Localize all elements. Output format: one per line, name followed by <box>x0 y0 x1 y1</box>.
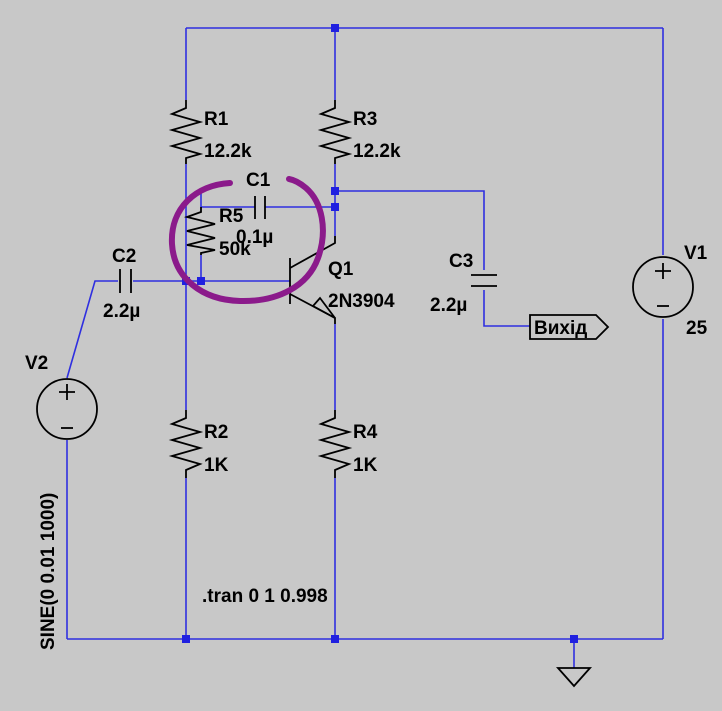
r5-value: 50k <box>219 239 251 260</box>
v1-ref: V1 <box>684 243 708 264</box>
resistor-r2[interactable]: R2 1K <box>168 410 229 478</box>
q1-collector-leg <box>289 236 336 269</box>
voltage-source-v1[interactable]: V1 25 <box>632 243 708 339</box>
r4-symbol <box>317 410 353 478</box>
v2-symbol <box>36 378 98 440</box>
r3-symbol <box>317 100 353 164</box>
spice-directive[interactable]: .tran 0 1 0.998 <box>202 586 328 607</box>
ground-symbol <box>555 667 593 688</box>
r2-symbol <box>168 410 204 478</box>
v1-plus <box>655 263 671 279</box>
ground-icon <box>555 667 593 688</box>
r1-ref: R1 <box>204 109 229 130</box>
c2-ref: C2 <box>112 246 136 267</box>
c1-value: 0.1µ <box>236 227 273 248</box>
c3-ref: C3 <box>449 251 473 272</box>
c2-value: 2.2µ <box>103 301 140 322</box>
r4-value: 1K <box>353 455 378 476</box>
c2-symbol <box>119 269 132 293</box>
junction-collector <box>331 187 339 195</box>
junction-collector-c1 <box>331 203 339 211</box>
resistor-r1[interactable]: R1 12.2k <box>168 100 252 164</box>
v2-plus <box>59 384 75 400</box>
r1-symbol <box>168 100 204 164</box>
c1-ref: C1 <box>246 170 271 191</box>
wire-c3-to-output[interactable] <box>483 290 530 327</box>
output-net-label[interactable]: Вихід <box>529 314 610 340</box>
v1-value: 25 <box>686 318 708 339</box>
v2-value: SINE(0 0.01 1000) <box>38 493 59 650</box>
highlight-circle <box>168 176 326 305</box>
resistor-r3[interactable]: R3 12.2k <box>317 100 401 164</box>
resistor-r5[interactable]: R5 50k <box>183 206 251 260</box>
q1-emitter-arrow <box>311 296 336 319</box>
output-net-text: Вихід <box>534 318 587 339</box>
junction-ground-left <box>182 635 190 643</box>
wire-collector-to-c3[interactable] <box>335 190 485 270</box>
q1-value: 2N3904 <box>328 291 395 312</box>
r1-value: 12.2k <box>204 141 252 162</box>
v2-ref: V2 <box>25 353 48 374</box>
c3-symbol <box>471 274 497 287</box>
output-flag-icon <box>529 314 610 340</box>
r3-ref: R3 <box>353 109 377 130</box>
voltage-source-v2[interactable]: V2 SINE(0 0.01 1000) <box>25 353 98 650</box>
capacitor-c2[interactable]: C2 2.2µ <box>103 246 140 322</box>
r5-ref: R5 <box>219 206 244 227</box>
r3-value: 12.2k <box>353 141 401 162</box>
v1-symbol <box>632 256 694 318</box>
r2-value: 1K <box>204 455 229 476</box>
junction-top <box>331 24 339 32</box>
capacitor-c1[interactable]: C1 0.1µ <box>236 170 273 248</box>
transistor-q1[interactable]: Q1 2N3904 <box>289 236 395 324</box>
c3-value: 2.2µ <box>430 295 467 316</box>
r2-ref: R2 <box>204 422 228 443</box>
junction-base-r5 <box>197 277 205 285</box>
junction-ground-right <box>570 635 578 643</box>
capacitor-c3[interactable]: C3 2.2µ <box>430 251 497 316</box>
r5-symbol <box>183 207 216 255</box>
r4-ref: R4 <box>353 422 378 443</box>
resistor-r4[interactable]: R4 1K <box>317 410 378 478</box>
c1-symbol <box>254 196 266 219</box>
junctions <box>182 24 578 643</box>
junction-ground-mid <box>331 635 339 643</box>
q1-ref: Q1 <box>328 259 354 280</box>
wire-v2-to-c2[interactable] <box>66 280 118 379</box>
